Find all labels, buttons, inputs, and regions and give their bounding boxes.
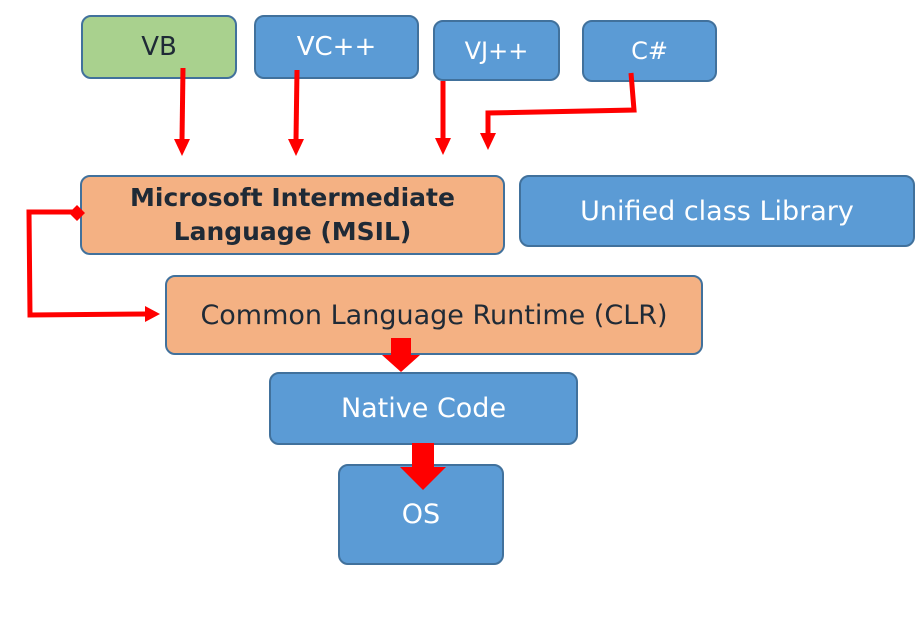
arrow-vc-to-msil: [288, 69, 304, 156]
arrow-vb-to-msil: [174, 67, 190, 156]
node-clr: Common Language Runtime (CLR): [165, 275, 703, 355]
node-native-code: Native Code: [269, 372, 578, 445]
node-msil-line1: Microsoft Intermediate: [130, 183, 455, 213]
node-os-label: OS: [401, 499, 441, 530]
node-clr-label: Common Language Runtime (CLR): [200, 299, 668, 331]
node-vc-label: VC++: [296, 32, 377, 62]
node-c-sharp: C#: [582, 20, 717, 82]
node-native-label: Native Code: [340, 393, 507, 424]
node-vj-plus-plus: VJ++: [433, 20, 560, 81]
node-vb: VB: [81, 15, 237, 79]
node-msil: Microsoft Intermediate Language (MSIL): [80, 175, 505, 255]
arrow-vj-to-msil: [435, 81, 451, 155]
node-vj-label: VJ++: [464, 36, 529, 65]
arrow-cs-to-msil: [480, 72, 637, 150]
node-vb-label: VB: [141, 32, 177, 62]
node-msil-line2: Language (MSIL): [173, 217, 412, 246]
node-ucl-label: Unified class Library: [580, 195, 854, 227]
node-cs-label: C#: [631, 37, 668, 65]
node-unified-class-library: Unified class Library: [519, 175, 915, 247]
node-vc-plus-plus: VC++: [254, 15, 419, 79]
node-os: OS: [338, 464, 504, 565]
